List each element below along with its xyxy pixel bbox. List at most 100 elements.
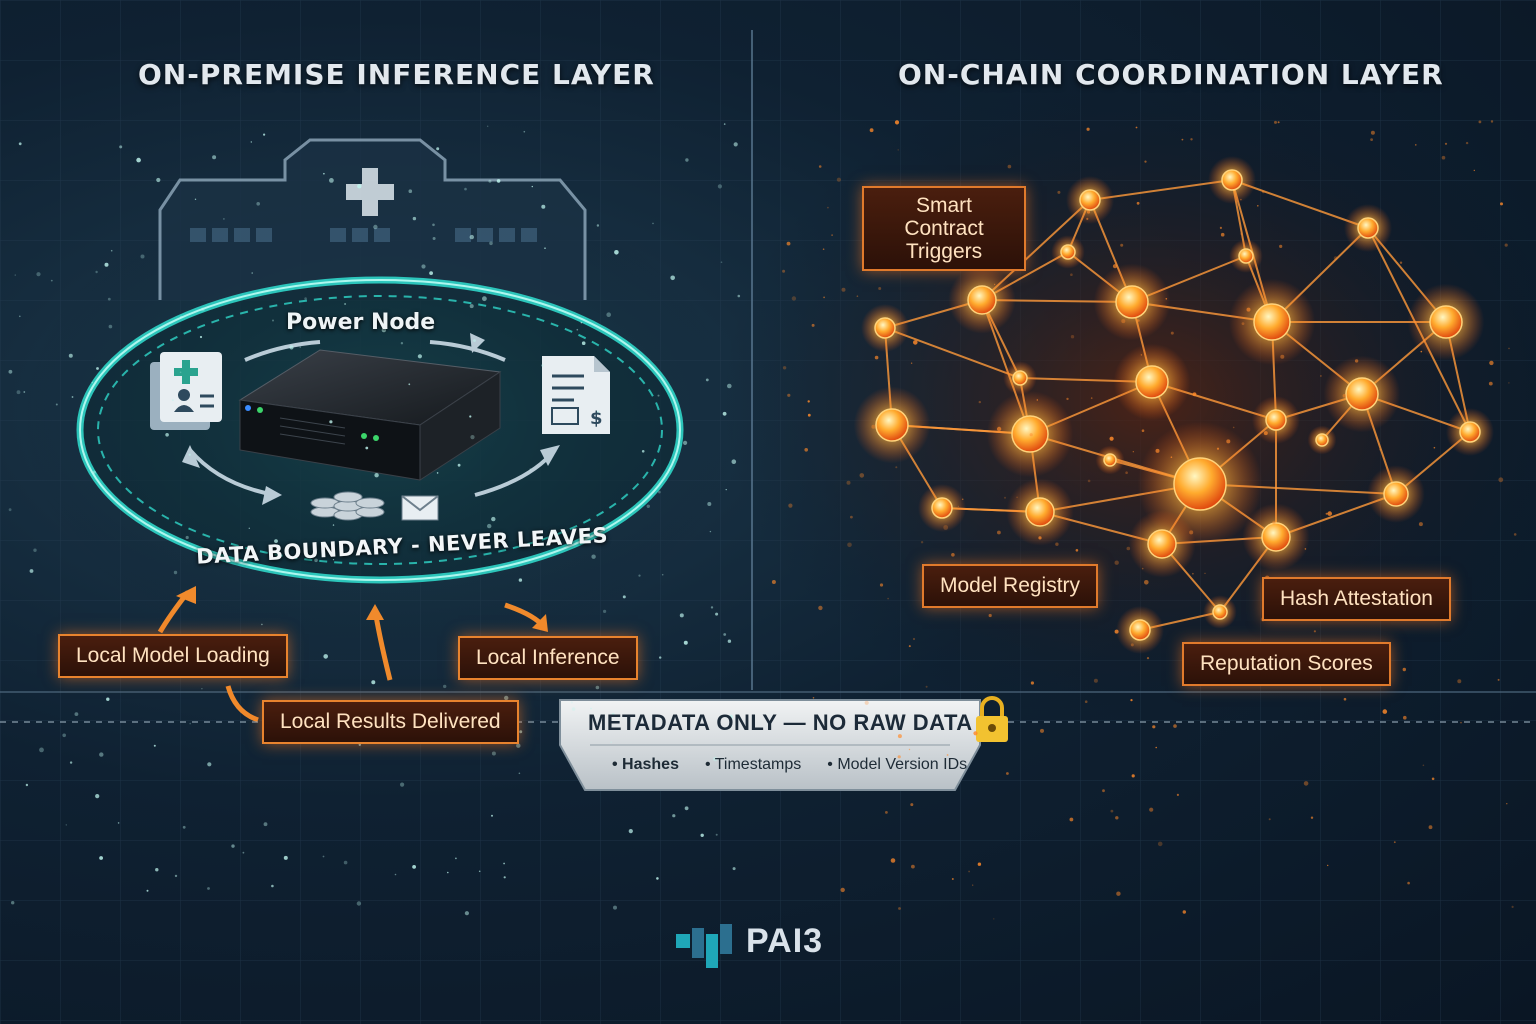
network-node	[1135, 365, 1169, 399]
brand-name: PAI3	[746, 922, 824, 960]
particle	[1369, 228, 1372, 231]
particle	[156, 177, 161, 183]
particle	[1130, 699, 1133, 702]
particle	[489, 241, 493, 246]
particle	[1320, 375, 1322, 377]
particle	[365, 446, 369, 450]
particle	[908, 645, 911, 648]
particle	[443, 684, 447, 689]
particle	[1508, 382, 1510, 384]
particle	[1007, 164, 1012, 169]
particle	[1506, 803, 1508, 805]
particle	[417, 354, 422, 359]
particle	[1146, 657, 1150, 660]
particle	[469, 304, 474, 309]
particle	[727, 639, 732, 643]
particle	[1343, 697, 1347, 701]
particle	[171, 399, 174, 402]
particle	[523, 130, 526, 133]
particle	[1165, 298, 1168, 300]
particle	[732, 867, 736, 871]
particle	[256, 202, 261, 206]
particle	[283, 855, 288, 860]
particle	[329, 178, 334, 183]
particle	[1240, 198, 1242, 201]
particle	[110, 249, 113, 252]
particle	[108, 324, 113, 329]
particle	[231, 844, 235, 848]
particle	[201, 688, 203, 690]
particle	[1137, 319, 1140, 322]
particle	[212, 155, 217, 160]
particle	[679, 613, 684, 618]
particle	[29, 569, 34, 573]
particle	[898, 907, 901, 910]
particle	[180, 315, 183, 319]
tag-local-results-delivered: Local Results Delivered	[262, 700, 519, 744]
tag-hash-attestation: Hash Attestation	[1262, 577, 1451, 621]
particle-field	[8, 120, 1517, 920]
particle	[304, 297, 307, 300]
network-node	[1079, 189, 1101, 211]
particle	[728, 714, 734, 720]
particle	[997, 530, 1001, 535]
particle	[994, 283, 996, 285]
particle	[1240, 233, 1242, 235]
particle	[1431, 777, 1435, 781]
hospital-icon	[158, 138, 587, 300]
particle	[846, 480, 851, 485]
particle	[895, 466, 898, 469]
particle	[1272, 520, 1276, 525]
particle	[271, 884, 274, 888]
network-node	[874, 317, 896, 339]
particle	[968, 870, 970, 873]
particle	[1144, 160, 1147, 163]
particle	[358, 743, 361, 746]
particle	[658, 490, 661, 494]
particle	[516, 743, 521, 748]
particle	[920, 541, 924, 544]
particle	[263, 822, 268, 827]
particle	[106, 697, 110, 701]
particle	[518, 578, 523, 582]
particle	[16, 390, 21, 395]
particle	[65, 824, 68, 826]
particle	[1192, 572, 1194, 575]
particle	[1513, 533, 1517, 536]
banner-item-timestamps: • Timestamps	[704, 756, 802, 773]
particle	[1327, 511, 1332, 516]
particle	[18, 142, 22, 146]
particle	[606, 312, 611, 318]
particle	[544, 247, 546, 249]
particle	[717, 184, 723, 189]
particle	[371, 680, 376, 685]
particle	[646, 504, 650, 508]
banner-item-hashes: • Hashes	[612, 756, 679, 773]
particle	[725, 489, 727, 491]
database-icon	[310, 491, 385, 521]
brand: PAI3	[674, 922, 823, 961]
particle	[709, 530, 712, 533]
particle	[487, 523, 492, 529]
particle	[357, 184, 362, 189]
particle	[436, 147, 440, 151]
particle	[92, 470, 96, 474]
particle	[993, 918, 995, 920]
particle	[707, 502, 712, 506]
particle	[1433, 446, 1436, 449]
particle	[1086, 217, 1089, 220]
particle	[1157, 841, 1163, 847]
particle	[859, 473, 865, 478]
patient-record-icon	[150, 352, 222, 430]
particle	[62, 733, 66, 738]
particle	[272, 319, 274, 322]
network-node	[967, 285, 997, 315]
particle	[661, 573, 664, 576]
particle	[1310, 816, 1314, 819]
particle	[1444, 142, 1448, 145]
particle	[8, 508, 12, 512]
network-node	[875, 408, 909, 442]
particle	[683, 440, 688, 445]
particle	[1125, 471, 1128, 475]
particle	[595, 685, 600, 690]
